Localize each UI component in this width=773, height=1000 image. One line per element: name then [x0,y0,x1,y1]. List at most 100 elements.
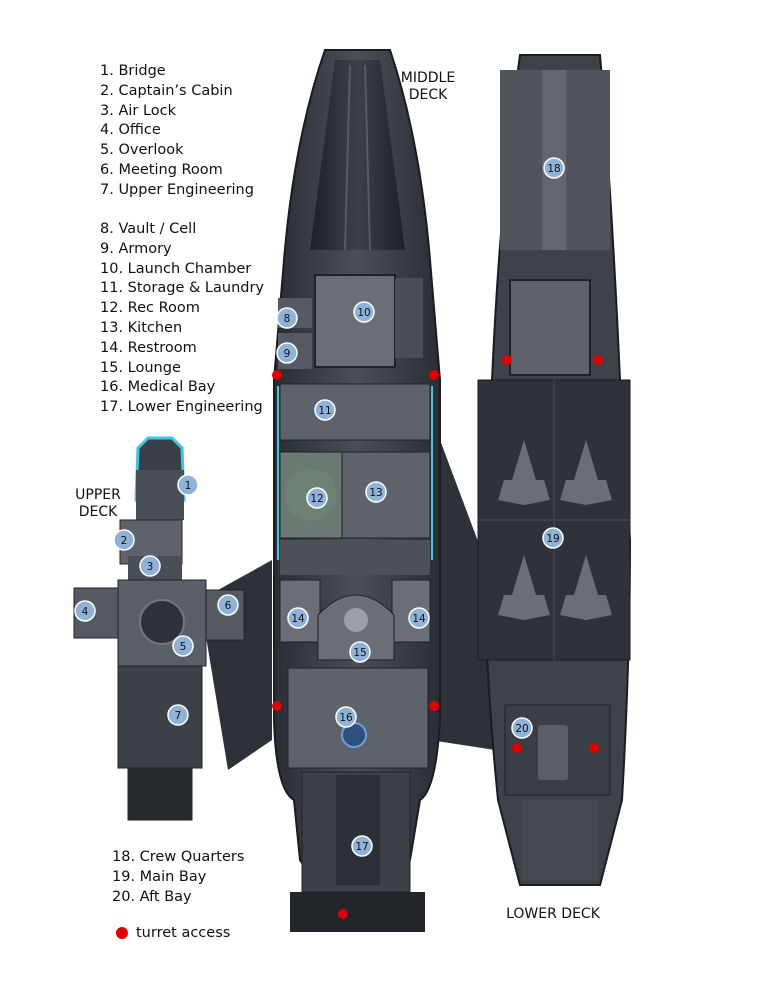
upper-engine-exhaust [127,767,193,821]
bridge [136,470,184,520]
corridor [280,540,430,575]
marker-label: 4 [82,606,89,618]
turret-legend-label: turret access [136,925,231,941]
turret-access-icon [502,355,512,365]
deck-label-line: DECK [78,504,118,520]
room-legend-upper: 1. Bridge 2. Captain’s Cabin 3. Air Lock… [100,62,254,201]
turret-access-icon [512,743,522,753]
lower-launch-chamber [509,279,591,376]
deck-label-line: UPPER [75,487,121,503]
overlook-fan [139,599,185,645]
room-number-marker: 2 [113,529,135,551]
legend-item: 13. Kitchen [100,319,183,336]
marker-label: 10 [357,307,370,319]
marker-label: 13 [369,487,382,499]
legend-item: 3. Air Lock [100,102,177,119]
marker-label: 18 [547,163,560,175]
nose-seam [344,64,351,251]
vehicle-icon [538,725,568,780]
marker-circle [365,481,387,503]
marker-circle [542,527,564,549]
legend-item: 14. Restroom [100,339,197,356]
legend-item: 8. Vault / Cell [100,221,197,237]
nose-seam [364,64,371,251]
marker-label: 7 [175,710,182,722]
fighter-icon [498,440,550,505]
room-number-marker: 10 [353,301,375,323]
room-number-marker: 3 [139,555,161,577]
marker-label: 14 [412,613,426,625]
deck-label-line: MIDDLE [400,70,456,86]
marker-circle [314,399,336,421]
room-number-marker: 18 [543,157,565,179]
room-number-marker: 16 [335,706,357,728]
deck-label-line: DECK [408,87,448,103]
legend-item: 6. Meeting Room [100,161,223,178]
lounge-table [344,608,368,632]
room-number-marker: 6 [217,594,239,616]
marker-circle [74,600,96,622]
marker-circle [139,555,161,577]
turret-access-icon [589,743,599,753]
marker-label: 9 [284,348,291,360]
marker-circle [408,607,430,629]
fighter-icon [560,555,612,620]
fighter-icon [560,440,612,505]
marker-label: 8 [284,313,291,325]
marker-circle [276,342,298,364]
legend-item: 11. Storage & Laundry [100,280,265,297]
legend-item: 2. Captain’s Cabin [100,82,233,99]
medical-bay [287,667,429,769]
legend-item: 15. Lounge [100,359,181,376]
middle-deck-label: MIDDLE DECK [392,70,464,104]
room-number-marker: 20 [511,717,533,739]
marker-circle [177,474,199,496]
legend-item: 17. Lower Engineering [100,399,263,416]
legend-item: 9. Armory [100,240,172,257]
marker-label: 1 [185,480,192,492]
marker-circle [351,835,373,857]
marker-circle [335,706,357,728]
room-number-marker: 9 [276,342,298,364]
turret-access-icon [429,370,439,380]
engine-core [336,775,380,885]
marker-label: 16 [339,712,353,724]
fighter-icon [498,555,550,620]
upper-engineering [117,665,203,769]
marker-circle [511,717,533,739]
marker-label: 3 [147,561,154,573]
marker-circle [306,487,328,509]
room-number-marker: 11 [314,399,336,421]
marker-label: 12 [310,493,323,505]
marker-label: 2 [121,535,128,547]
turret-access-icon [272,701,282,711]
room-legend-lower: 18. Crew Quarters 19. Main Bay 20. Aft B… [112,848,244,907]
room-number-marker: 13 [365,481,387,503]
lower-deck-label: LOWER DECK [498,906,608,923]
turret-access-icon [429,701,439,711]
upper-deck [73,436,245,821]
nose-panel [310,60,405,250]
marker-label: 17 [355,841,368,853]
marker-circle [353,301,375,323]
marker-circle [172,635,194,657]
marker-circle [113,529,135,551]
legend-item: 20. Aft Bay [112,888,192,905]
marker-circle [167,704,189,726]
legend-item: 4. Office [100,122,161,139]
legend-item: 12. Rec Room [100,300,200,317]
room-number-marker: 15 [349,641,371,663]
marker-circle [217,594,239,616]
legend-item: 18. Crew Quarters [112,849,245,865]
legend-item: 5. Overlook [100,142,184,159]
turret-legend: turret access [116,925,230,941]
room-number-marker: 14 [408,607,430,629]
legend-item: 10. Launch Chamber [100,260,252,277]
marker-label: 5 [180,641,187,653]
marker-label: 15 [353,647,366,659]
legend-item: 1. Bridge [100,63,166,79]
room-number-marker: 14 [287,607,309,629]
turret-dot-icon [116,927,128,939]
